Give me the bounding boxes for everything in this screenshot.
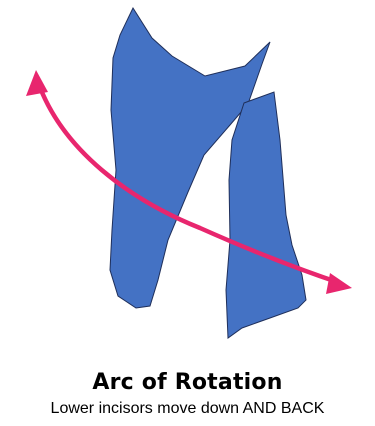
arc-of-rotation-diagram (0, 0, 375, 365)
diagram-subtitle: Lower incisors move down AND BACK (0, 399, 375, 419)
arc-arrowhead-start-icon (26, 70, 48, 96)
diagram-title: Arc of Rotation (0, 370, 375, 396)
arc-arrowhead-end-icon (326, 273, 352, 294)
lower-incisor-shape (226, 92, 306, 338)
